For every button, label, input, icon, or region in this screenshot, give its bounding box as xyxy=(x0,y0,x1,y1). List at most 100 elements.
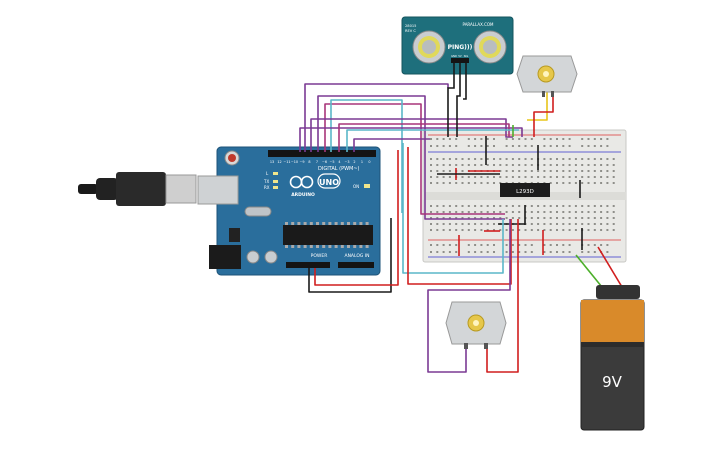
breadboard-hole xyxy=(549,244,552,246)
breadboard-hole xyxy=(474,211,477,213)
breadboard-hole xyxy=(549,158,552,160)
breadboard-hole xyxy=(574,170,577,172)
breadboard-hole xyxy=(568,176,571,178)
breadboard-hole xyxy=(455,138,458,140)
breadboard-hole xyxy=(474,158,477,160)
breadboard-hole xyxy=(480,244,483,246)
breadboard-hole xyxy=(461,217,464,219)
chip-pin xyxy=(285,245,288,248)
breadboard-hole xyxy=(530,205,533,207)
breadboard-hole xyxy=(493,158,495,160)
breadboard-hole xyxy=(556,158,558,160)
breadboard-hole xyxy=(556,217,558,219)
breadboard-hole xyxy=(568,158,571,160)
digital-pin-label: ~6 xyxy=(322,160,327,164)
breadboard-hole xyxy=(568,164,571,166)
breadboard-hole xyxy=(543,205,546,207)
chip-pin xyxy=(353,245,357,248)
breadboard-hole xyxy=(562,251,565,253)
breadboard-hole xyxy=(549,205,552,207)
crystal xyxy=(244,206,272,217)
breadboard-hole xyxy=(568,211,571,213)
breadboard-hole xyxy=(581,145,584,147)
breadboard-hole xyxy=(606,145,609,147)
wire-red-battery xyxy=(597,246,626,293)
arduino-brand-text: ARDUINO xyxy=(291,192,315,198)
sensor-pin-label: GND xyxy=(451,54,457,58)
breadboard-hole xyxy=(499,170,502,172)
breadboard-hole xyxy=(524,170,527,172)
battery-separator xyxy=(581,342,644,347)
breadboard-hole xyxy=(505,251,508,253)
breadboard-hole xyxy=(430,164,432,166)
breadboard-hole xyxy=(486,182,489,184)
arduino-usb-port xyxy=(197,175,239,205)
wire-red-motor-top xyxy=(533,90,554,137)
breadboard-hole xyxy=(505,176,508,178)
breadboard-hole xyxy=(430,251,432,253)
uno-text: UNO xyxy=(319,178,339,187)
sensor-pin-label: 5V xyxy=(458,54,462,58)
breadboard-hole xyxy=(612,182,615,184)
breadboard-hole xyxy=(436,217,439,219)
sensor-pin-header xyxy=(451,58,469,63)
breadboard-hole xyxy=(493,217,495,219)
digital-header xyxy=(268,150,376,157)
battery-snap xyxy=(596,285,640,299)
breadboard-hole xyxy=(480,176,483,178)
breadboard-hole xyxy=(587,170,590,172)
breadboard-hole xyxy=(455,217,458,219)
breadboard-hole xyxy=(562,182,565,184)
breadboard-hole xyxy=(480,217,483,219)
breadboard-hole xyxy=(600,217,603,219)
breadboard-hole xyxy=(518,217,521,219)
breadboard-hole xyxy=(436,211,439,213)
breadboard-hole xyxy=(593,205,596,207)
breadboard-hole xyxy=(511,205,514,207)
breadboard-hole xyxy=(518,251,521,253)
breadboard-hole xyxy=(587,244,590,246)
breadboard-hole xyxy=(442,176,445,178)
chip-pin xyxy=(334,245,338,248)
breadboard-hole xyxy=(442,251,445,253)
breadboard-hole xyxy=(493,182,495,184)
breadboard-hole xyxy=(606,229,609,231)
breadboard-hole xyxy=(474,138,477,140)
breadboard-hole xyxy=(549,217,552,219)
battery-9v: 9V xyxy=(580,285,645,431)
breadboard-hole xyxy=(461,182,464,184)
breadboard-hole xyxy=(493,251,495,253)
chip-pin xyxy=(328,222,332,225)
breadboard-hole xyxy=(493,211,495,213)
breadboard-hole xyxy=(606,217,609,219)
breadboard-hole xyxy=(505,244,508,246)
breadboard-hole xyxy=(480,138,483,140)
digital-pin-label: ~3 xyxy=(345,160,350,164)
breadboard-hole xyxy=(499,211,502,213)
breadboard-hole xyxy=(612,170,615,172)
breadboard-hole xyxy=(511,244,514,246)
breadboard-hole xyxy=(568,170,571,172)
breadboard-hole xyxy=(543,244,546,246)
breadboard-hole xyxy=(568,217,571,219)
breadboard-hole xyxy=(436,176,439,178)
breadboard-hole xyxy=(467,211,470,213)
breadboard-hole xyxy=(442,211,445,213)
breadboard-hole xyxy=(480,223,483,225)
breadboard-hole xyxy=(448,182,451,184)
l293d-driver: L293D xyxy=(500,183,550,197)
power-header-label: POWER xyxy=(311,253,328,259)
breadboard-hole xyxy=(480,145,483,147)
breadboard-hole xyxy=(562,164,565,166)
breadboard-hole xyxy=(549,164,552,166)
breadboard-hole xyxy=(474,182,477,184)
breadboard-hole xyxy=(493,229,495,231)
breadboard-hole xyxy=(543,170,546,172)
wires xyxy=(299,83,626,373)
breadboard-hole xyxy=(530,158,533,160)
breadboard-hole xyxy=(467,217,470,219)
breadboard-hole xyxy=(505,138,508,140)
chip-pin xyxy=(285,222,288,225)
breadboard-hole xyxy=(467,229,470,231)
